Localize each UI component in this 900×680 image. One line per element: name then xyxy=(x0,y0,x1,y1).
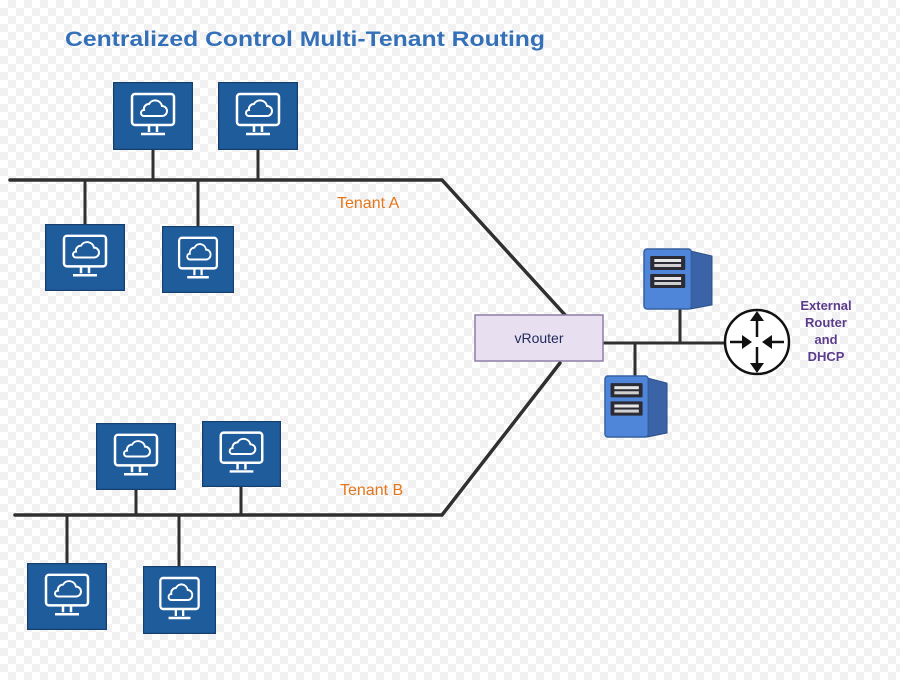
external-label-line: DHCP xyxy=(808,349,845,364)
cloud-monitor-icon xyxy=(27,563,107,630)
external-label-line: Router xyxy=(805,315,847,330)
tenant-b-label: Tenant B xyxy=(340,482,403,499)
tenant-b-bus xyxy=(13,361,562,517)
tenant-a-network: Tenant A xyxy=(8,82,568,318)
router-icon xyxy=(723,308,791,376)
external-router-label: External Router and DHCP xyxy=(800,298,851,364)
server-tower-icon xyxy=(643,248,713,310)
diagram-title: Centralized Control Multi-Tenant Routing xyxy=(65,28,545,51)
tenant-a-label: Tenant A xyxy=(337,195,400,212)
cloud-monitor-icon xyxy=(143,566,216,634)
cloud-monitor-icon xyxy=(218,82,298,150)
cloud-monitor-icon xyxy=(113,82,193,150)
cloud-monitor-icon xyxy=(162,226,234,293)
cloud-monitor-icon xyxy=(202,421,281,487)
vrouter-label: vRouter xyxy=(514,330,563,346)
vrouter-box xyxy=(474,314,604,362)
cloud-monitor-icon xyxy=(45,224,125,291)
server-tower-icon xyxy=(604,375,668,438)
tenant-b-network: Tenant B xyxy=(13,361,562,634)
external-label-line: and xyxy=(814,332,837,347)
external-label-line: External xyxy=(800,298,851,313)
cloud-monitor-icon xyxy=(96,423,176,490)
vrouter-node: vRouter xyxy=(474,314,604,362)
